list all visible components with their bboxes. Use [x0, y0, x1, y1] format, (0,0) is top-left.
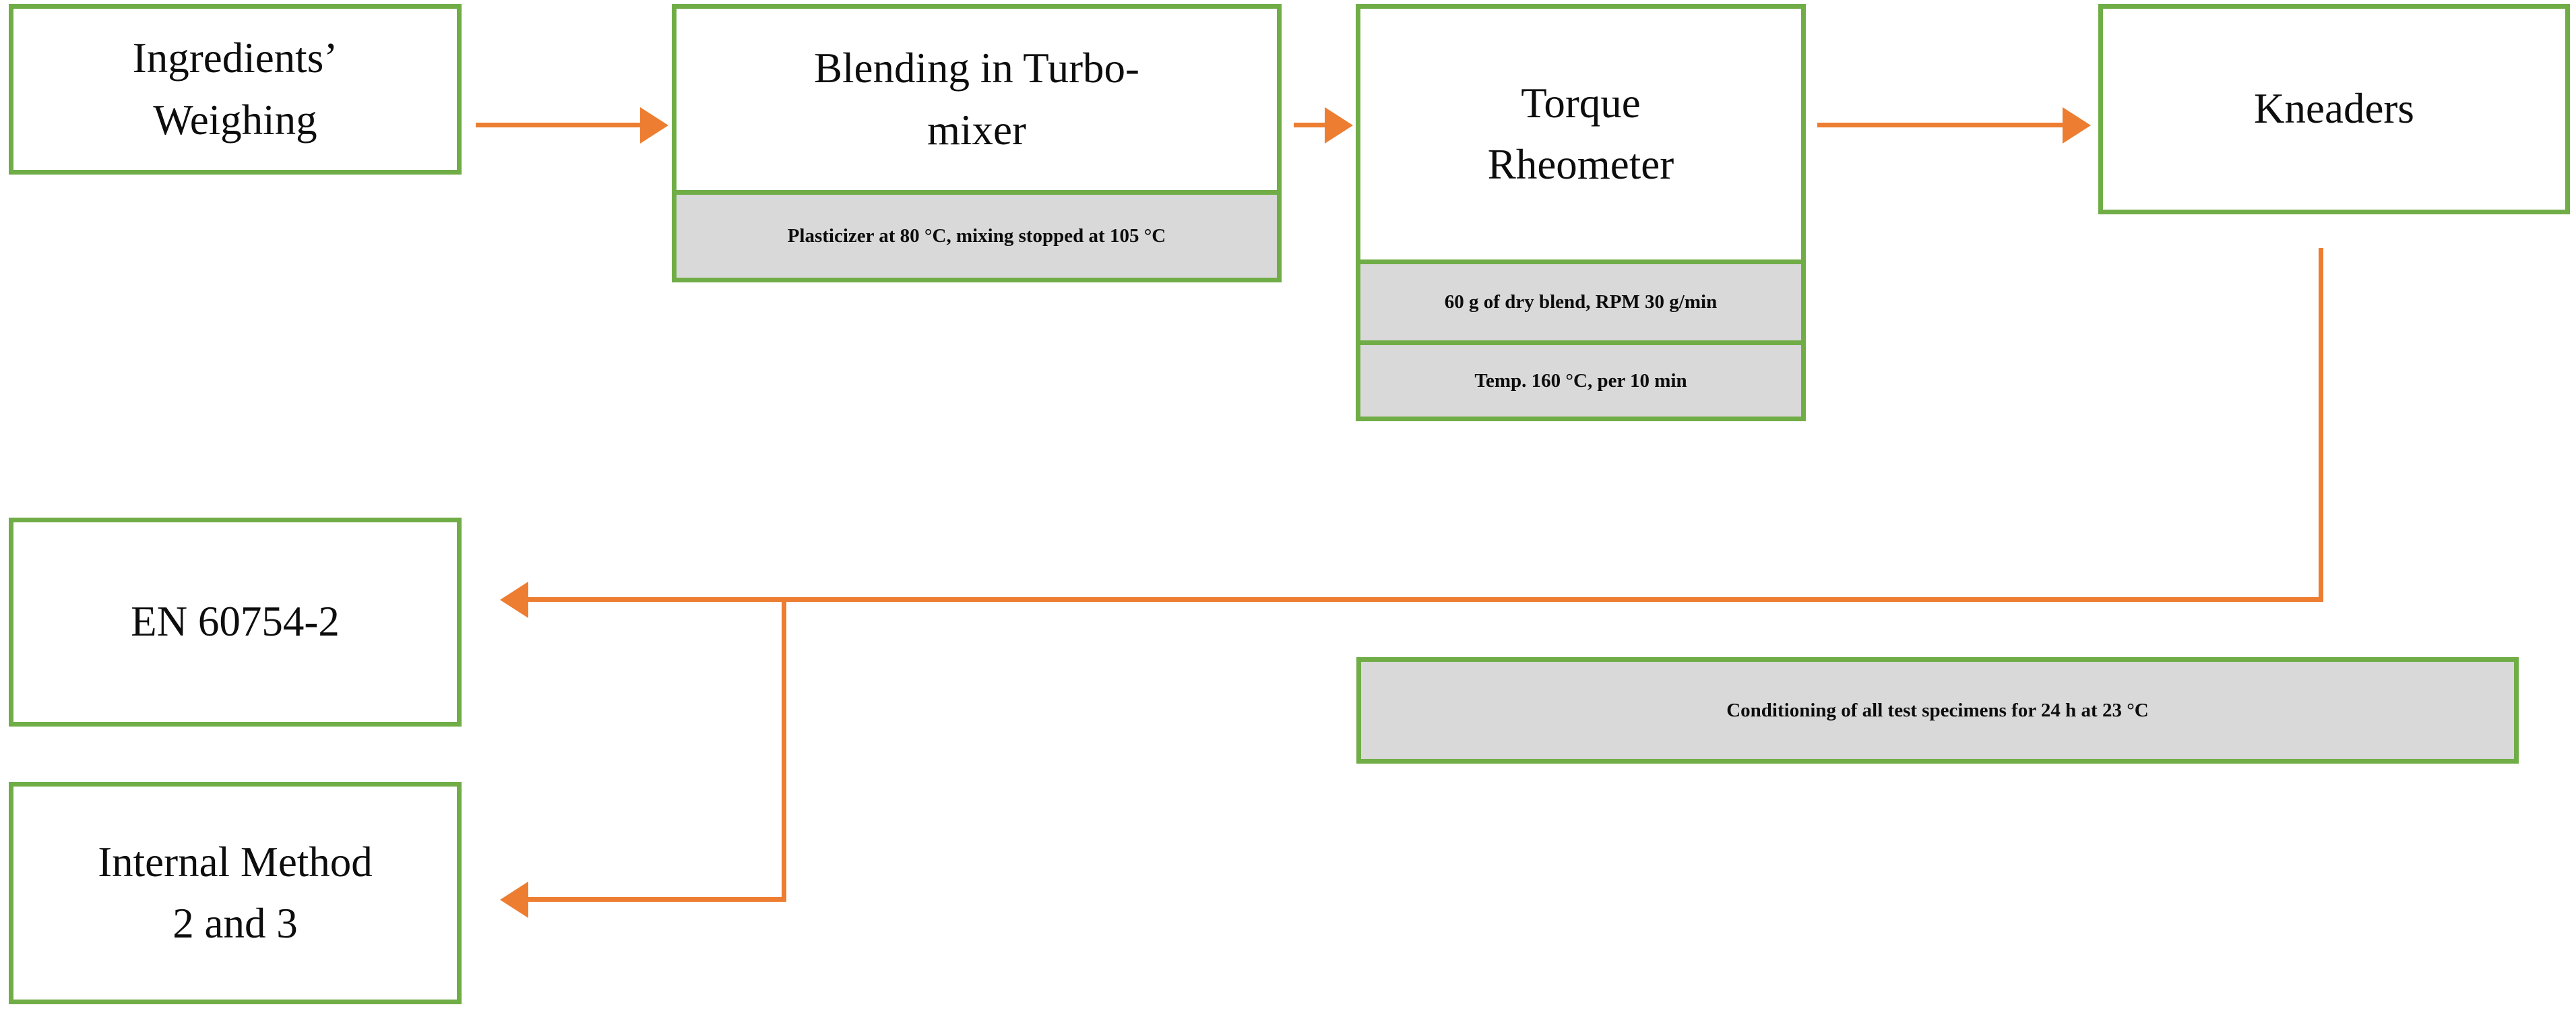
arrowhead-weighing-to-blending: [640, 107, 668, 144]
connector-line-rheometer-to-kneaders: [1817, 123, 2067, 127]
node-label-blending-turbo-mixer: Blending in Turbo- mixer: [813, 44, 1140, 154]
node-torque-rheometer[interactable]: Torque Rheometer 60 g of dry blend, RPM …: [1356, 4, 1806, 421]
caption-blending-plasticizer: Plasticizer at 80 °C, mixing stopped at …: [677, 190, 1277, 278]
connector-hline-kneaders-to-en: [528, 597, 2323, 602]
node-internal-method-2-and-3[interactable]: Internal Method 2 and 3: [9, 782, 462, 1004]
node-label-torque-rheometer: Torque Rheometer: [1487, 79, 1674, 188]
arrowhead-blending-to-rheometer: [1325, 107, 1353, 144]
arrowhead-to-internal-method: [500, 882, 528, 918]
node-label-en-60754-2: EN 60754-2: [131, 598, 340, 646]
node-en-60754-2[interactable]: EN 60754-2: [9, 518, 462, 727]
connector-hline-to-internal-method: [528, 897, 786, 902]
conditioning-bar[interactable]: Conditioning of all test specimens for 2…: [1356, 657, 2519, 764]
node-label-kneaders: Kneaders: [2254, 85, 2414, 133]
connector-vline-kneaders-drop: [2319, 248, 2323, 602]
caption-rheometer-dry-blend: 60 g of dry blend, RPM 30 g/min: [1360, 259, 1801, 340]
conditioning-label: Conditioning of all test specimens for 2…: [1726, 699, 2149, 721]
connector-line-weighing-to-blending: [476, 123, 644, 127]
arrowhead-kneaders-to-en-60754-2: [500, 582, 528, 618]
caption-rheometer-temperature: Temp. 160 °C, per 10 min: [1360, 340, 1801, 417]
node-label-internal-method-2-and-3: Internal Method 2 and 3: [98, 838, 373, 947]
node-kneaders[interactable]: Kneaders: [2098, 4, 2570, 214]
connector-line-blending-to-rheometer: [1294, 123, 1329, 127]
node-ingredients-weighing[interactable]: Ingredients’ Weighing: [9, 4, 462, 175]
arrowhead-rheometer-to-kneaders: [2063, 107, 2091, 144]
node-blending-turbo-mixer[interactable]: Blending in Turbo- mixer Plasticizer at …: [672, 4, 1282, 282]
connector-vline-branch-to-internal-method: [782, 597, 786, 902]
node-label-ingredients-weighing: Ingredients’ Weighing: [132, 34, 338, 144]
